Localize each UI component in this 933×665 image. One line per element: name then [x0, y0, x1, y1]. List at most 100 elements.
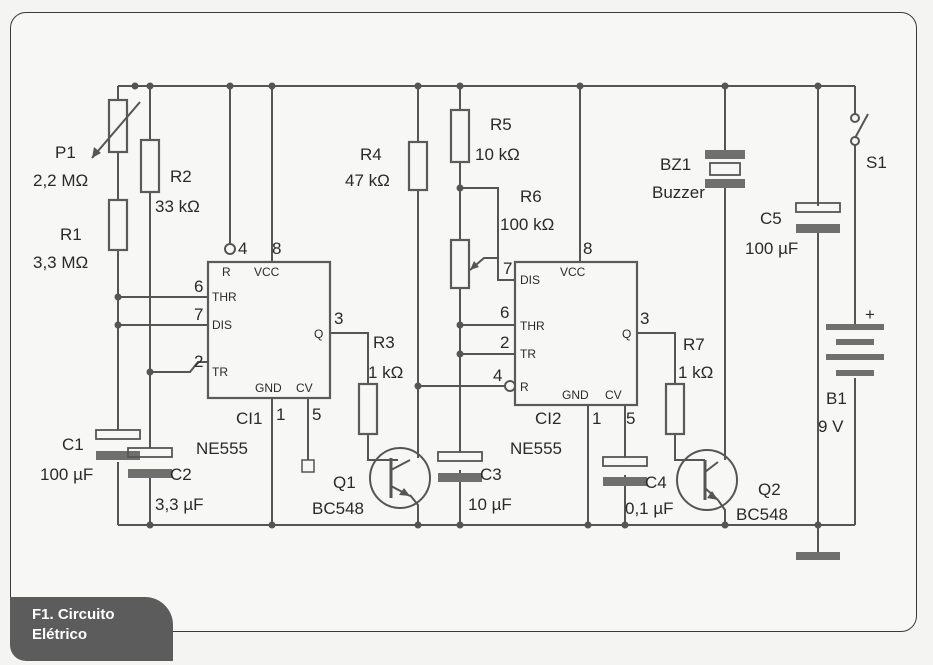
ci1-pin-q: Q — [314, 327, 323, 341]
label-r6-value: 100 kΩ — [500, 215, 554, 234]
label-c2-value: 3,3 µF — [155, 495, 204, 514]
transistor-q2 — [676, 449, 738, 511]
label-c5: C5 — [760, 209, 782, 228]
ci2-pin-numbers: 7 8 6 2 4 3 1 5 — [493, 239, 649, 428]
label-r1: R1 — [60, 225, 82, 244]
label-bz1-name: Buzzer — [652, 183, 705, 202]
label-r7-value: 1 kΩ — [678, 363, 713, 382]
ci1-pin-dis: DIS — [212, 318, 232, 332]
label-q1-part: BC548 — [312, 499, 364, 518]
label-bz1: BZ1 — [660, 155, 691, 174]
label-r3-value: 1 kΩ — [368, 363, 403, 382]
ci2-pin-number: 6 — [500, 303, 509, 322]
ci2-pin-number: 7 — [503, 259, 512, 278]
ci2-pin-q: Q — [622, 327, 631, 341]
resistor-r2 — [139, 138, 161, 194]
label-q2-part: BC548 — [736, 505, 788, 524]
transistor-q1 — [369, 447, 431, 509]
ci1-pin-cv: CV — [296, 381, 313, 395]
label-s1: S1 — [866, 153, 887, 172]
label-r6: R6 — [520, 187, 542, 206]
label-r4-value: 47 kΩ — [345, 171, 390, 190]
label-c4: C4 — [645, 473, 667, 492]
ci1-pin-number: 7 — [194, 305, 203, 324]
label-r7: R7 — [683, 335, 705, 354]
label-b1-value: 9 V — [818, 417, 844, 436]
switch-s1 — [850, 113, 869, 146]
label-q2: Q2 — [758, 480, 781, 499]
ci1-pin-r: R — [222, 265, 231, 279]
component-labels: P1 2,2 MΩ R1 3,3 MΩ R2 33 kΩ R3 1 kΩ R4 … — [33, 115, 887, 524]
label-battery-plus: + — [865, 305, 875, 324]
label-ci1-part: NE555 — [196, 439, 248, 458]
resistor-p1 — [91, 98, 141, 159]
ground-symbol — [796, 552, 840, 560]
ci1-pin-number: 5 — [312, 405, 321, 424]
label-r2-value: 33 kΩ — [155, 197, 200, 216]
ci1-pin-number: 6 — [194, 277, 203, 296]
caption-line-2: Elétrico — [32, 626, 88, 643]
label-q1: Q1 — [333, 473, 356, 492]
ci1-pin-vcc: VCC — [254, 265, 280, 279]
ci2-pin-number: 5 — [626, 409, 635, 428]
capacitor-c5 — [795, 202, 841, 233]
ci1-cv-terminal — [301, 459, 315, 473]
ci2-pin-vcc: VCC — [560, 265, 586, 279]
resistor-r7 — [664, 382, 686, 436]
ci2-pin-r: R — [520, 380, 529, 394]
label-r3: R3 — [373, 333, 395, 352]
resistor-r6 — [449, 238, 498, 290]
label-p1-value: 2,2 MΩ — [33, 171, 88, 190]
ci1-pin-gnd: GND — [255, 381, 282, 395]
label-ci2: CI2 — [535, 409, 561, 428]
label-r4: R4 — [360, 145, 382, 164]
ci2-pin-names: DIS VCC THR TR R Q GND CV — [520, 265, 631, 402]
label-c1: C1 — [62, 435, 84, 454]
ci1-pin-tr: TR — [212, 365, 228, 379]
label-r1-value: 3,3 MΩ — [33, 253, 88, 272]
ci2-pin-number: 1 — [592, 409, 601, 428]
ci2-pin-gnd: GND — [562, 388, 589, 402]
ci2-pin-cv: CV — [605, 388, 622, 402]
ci1-pin-number: 4 — [238, 239, 247, 258]
ci1-reset-bubble — [224, 243, 236, 255]
resistor-r4 — [407, 140, 429, 192]
label-r5: R5 — [490, 115, 512, 134]
label-c2: C2 — [170, 465, 192, 484]
ci1-pin-number: 8 — [272, 239, 281, 258]
capacitor-c2 — [127, 447, 173, 478]
junctions — [114, 82, 822, 529]
battery-b1 — [826, 324, 884, 376]
ci1-pin-names: R VCC THR DIS TR Q GND CV — [212, 265, 323, 395]
resistor-r3 — [357, 382, 379, 436]
label-r5-value: 10 kΩ — [475, 145, 520, 164]
label-ci1: CI1 — [236, 409, 262, 428]
capacitor-c4 — [602, 456, 648, 486]
label-ci2-part: NE555 — [510, 439, 562, 458]
ci2-pin-number: 3 — [640, 309, 649, 328]
label-c1-value: 100 µF — [40, 465, 93, 484]
ci1-pin-number: 2 — [194, 352, 203, 371]
resistor-r5 — [449, 108, 471, 164]
figure-caption: F1. Circuito Elétrico — [10, 597, 173, 661]
ci1-pin-number: 1 — [276, 405, 285, 424]
ci2-pin-number: 8 — [583, 239, 592, 258]
ci2-pin-number: 4 — [493, 366, 502, 385]
ci2-reset-bubble — [504, 380, 516, 392]
ci2-pin-tr: TR — [520, 347, 536, 361]
label-p1: P1 — [55, 143, 76, 162]
ci2-pin-dis: DIS — [520, 273, 540, 287]
capacitor-c1 — [95, 429, 141, 460]
label-c4-value: 0,1 µF — [625, 499, 674, 518]
wires — [117, 85, 856, 552]
label-c5-value: 100 µF — [745, 239, 798, 258]
label-r2: R2 — [170, 167, 192, 186]
ci1-pin-thr: THR — [212, 290, 237, 304]
ci2-pin-thr: THR — [520, 319, 545, 333]
ic-ci2-body — [513, 260, 639, 407]
caption-line-1: F1. Circuito — [32, 606, 115, 623]
label-b1: B1 — [826, 389, 847, 408]
buzzer-bz1 — [705, 150, 745, 188]
